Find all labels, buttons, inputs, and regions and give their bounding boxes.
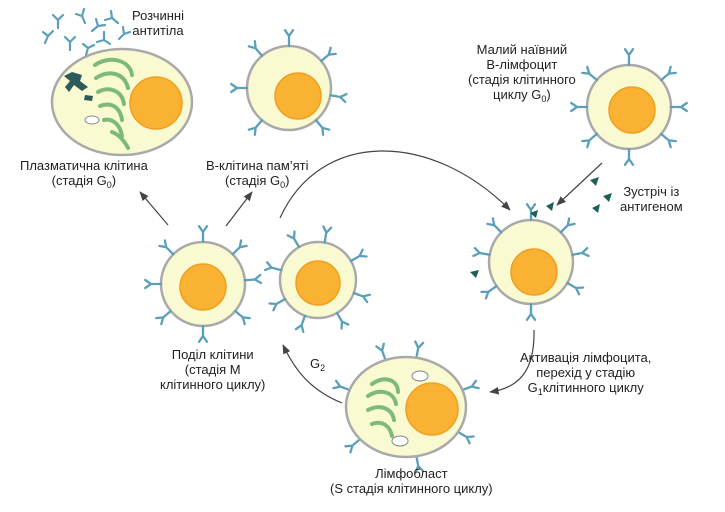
arrow-division-to-activated [279, 150, 511, 219]
naive-b-cell-receptor [660, 132, 677, 149]
label-antigen-encounter: Зустріч із антигеном [620, 184, 683, 214]
naive-b-cell-receptor [623, 48, 635, 67]
lymphoblast-mitochondrion [411, 370, 429, 382]
activated-b-cell-receptor [480, 284, 498, 300]
naive-b-cell-receptor [623, 147, 635, 166]
dividing-cell-right-receptor [263, 261, 283, 272]
arrow-to-memory-cell [225, 191, 253, 227]
memory-b-cell-receptor [247, 119, 264, 136]
dividing-cell-left-receptor [155, 309, 172, 326]
naive-b-cell [585, 63, 673, 151]
dividing-cell-left-nucleus [179, 263, 227, 311]
dividing-cell-right-receptor [349, 248, 368, 263]
naive-b-cell-receptor [669, 101, 688, 113]
plasma-cell [50, 47, 194, 157]
dividing-cell-right-receptor [335, 311, 350, 330]
label-memory-cell: B-клітина пам’яті (стадія G0) [206, 158, 309, 190]
label-g2: G2 [310, 356, 326, 373]
lymphoblast-receptor [456, 430, 475, 445]
memory-b-cell-nucleus [274, 72, 322, 120]
naive-b-cell-receptor [581, 132, 598, 149]
dividing-cell-right-nucleus [295, 260, 341, 306]
dividing-cell-right [278, 240, 358, 320]
memory-b-cell-receptor [283, 29, 295, 48]
activated-b-cell-receptor [525, 302, 537, 321]
dividing-cell-right-receptor [352, 291, 372, 304]
chromatin [64, 72, 93, 101]
activated-b-cell-receptor [571, 246, 590, 258]
naive-b-cell-nucleus [608, 86, 656, 134]
label-plasma-cell: Плазматична клітина (стадія G0) [20, 158, 148, 190]
lymphoblast-receptor [414, 340, 425, 359]
arrow-naive-to-activated [556, 162, 603, 206]
plasma-cell-nucleus [129, 76, 183, 130]
memory-b-cell-receptor [320, 46, 337, 63]
lymphoblast [344, 355, 468, 459]
cycle-arrows [139, 150, 603, 404]
dividing-cell-right-receptor [294, 314, 307, 334]
activated-b-cell-receptor [566, 281, 585, 296]
mitochondrion [84, 115, 100, 125]
lymphoblast-er [366, 377, 400, 438]
soluble-antibodies [41, 7, 132, 57]
memory-b-cell [245, 44, 333, 132]
dividing-cell-left-receptor [243, 273, 263, 285]
activated-b-cell-receptor [472, 246, 491, 258]
activated-b-cell-receptor [486, 217, 503, 234]
dividing-cell-right-receptor [322, 225, 333, 244]
arrow-lymphoblast-to-division [282, 344, 343, 404]
activated-b-cell-receptor [559, 217, 576, 234]
label-activation: Активація лімфоцита, перехід у стадію G1… [520, 350, 652, 397]
lymphoblast-receptor [461, 379, 480, 392]
memory-b-cell-receptor [329, 92, 348, 104]
activated-b-cell [487, 218, 575, 306]
activated-b-cell-receptor [525, 203, 537, 222]
label-cell-division: Поділ клітини (стадія M клітинного циклу… [160, 347, 266, 392]
lymphoblast-receptor [375, 342, 387, 362]
naive-b-cell-receptor [581, 65, 598, 82]
naive-b-cell-receptor [570, 101, 589, 113]
naive-b-cell-receptor [660, 65, 677, 82]
dividing-cell-left-receptor [197, 225, 209, 244]
endoplasmic-reticulum [93, 57, 134, 150]
arrow-activated-to-lymphoblast [489, 329, 535, 395]
label-soluble-antibodies: Розчинні антитіла [132, 8, 184, 38]
label-naive-b-cell: Малий наївний B-лімфоцит (стадія клітинн… [468, 42, 576, 104]
lymphoblast-receptor [344, 437, 362, 454]
activated-b-cell-nucleus [510, 248, 558, 296]
label-lymphoblast: Лімфобласт (S стадія клітинного циклу) [330, 466, 493, 496]
memory-b-cell-receptor [314, 119, 331, 136]
memory-b-cell-receptor [230, 82, 249, 94]
lymphoblast-receptor [332, 379, 351, 392]
antigens [470, 177, 612, 278]
dividing-cell-left-receptor [234, 309, 251, 326]
dividing-cell-left-receptor [231, 239, 248, 256]
arrow-to-plasma-cell [139, 191, 169, 226]
dividing-cell-right-receptor [286, 230, 301, 249]
lymphoblast-nucleus [405, 382, 459, 436]
lymphoblast-mitochondrion-2 [391, 435, 409, 447]
memory-b-cell-receptor [247, 40, 264, 57]
dividing-cell-right-receptor [268, 297, 287, 312]
dividing-cell-left-receptor [158, 239, 175, 256]
dividing-cell-left-receptor [144, 278, 163, 290]
lymphoblast-receptor [414, 455, 425, 474]
dividing-cell-left-receptor [197, 324, 209, 343]
